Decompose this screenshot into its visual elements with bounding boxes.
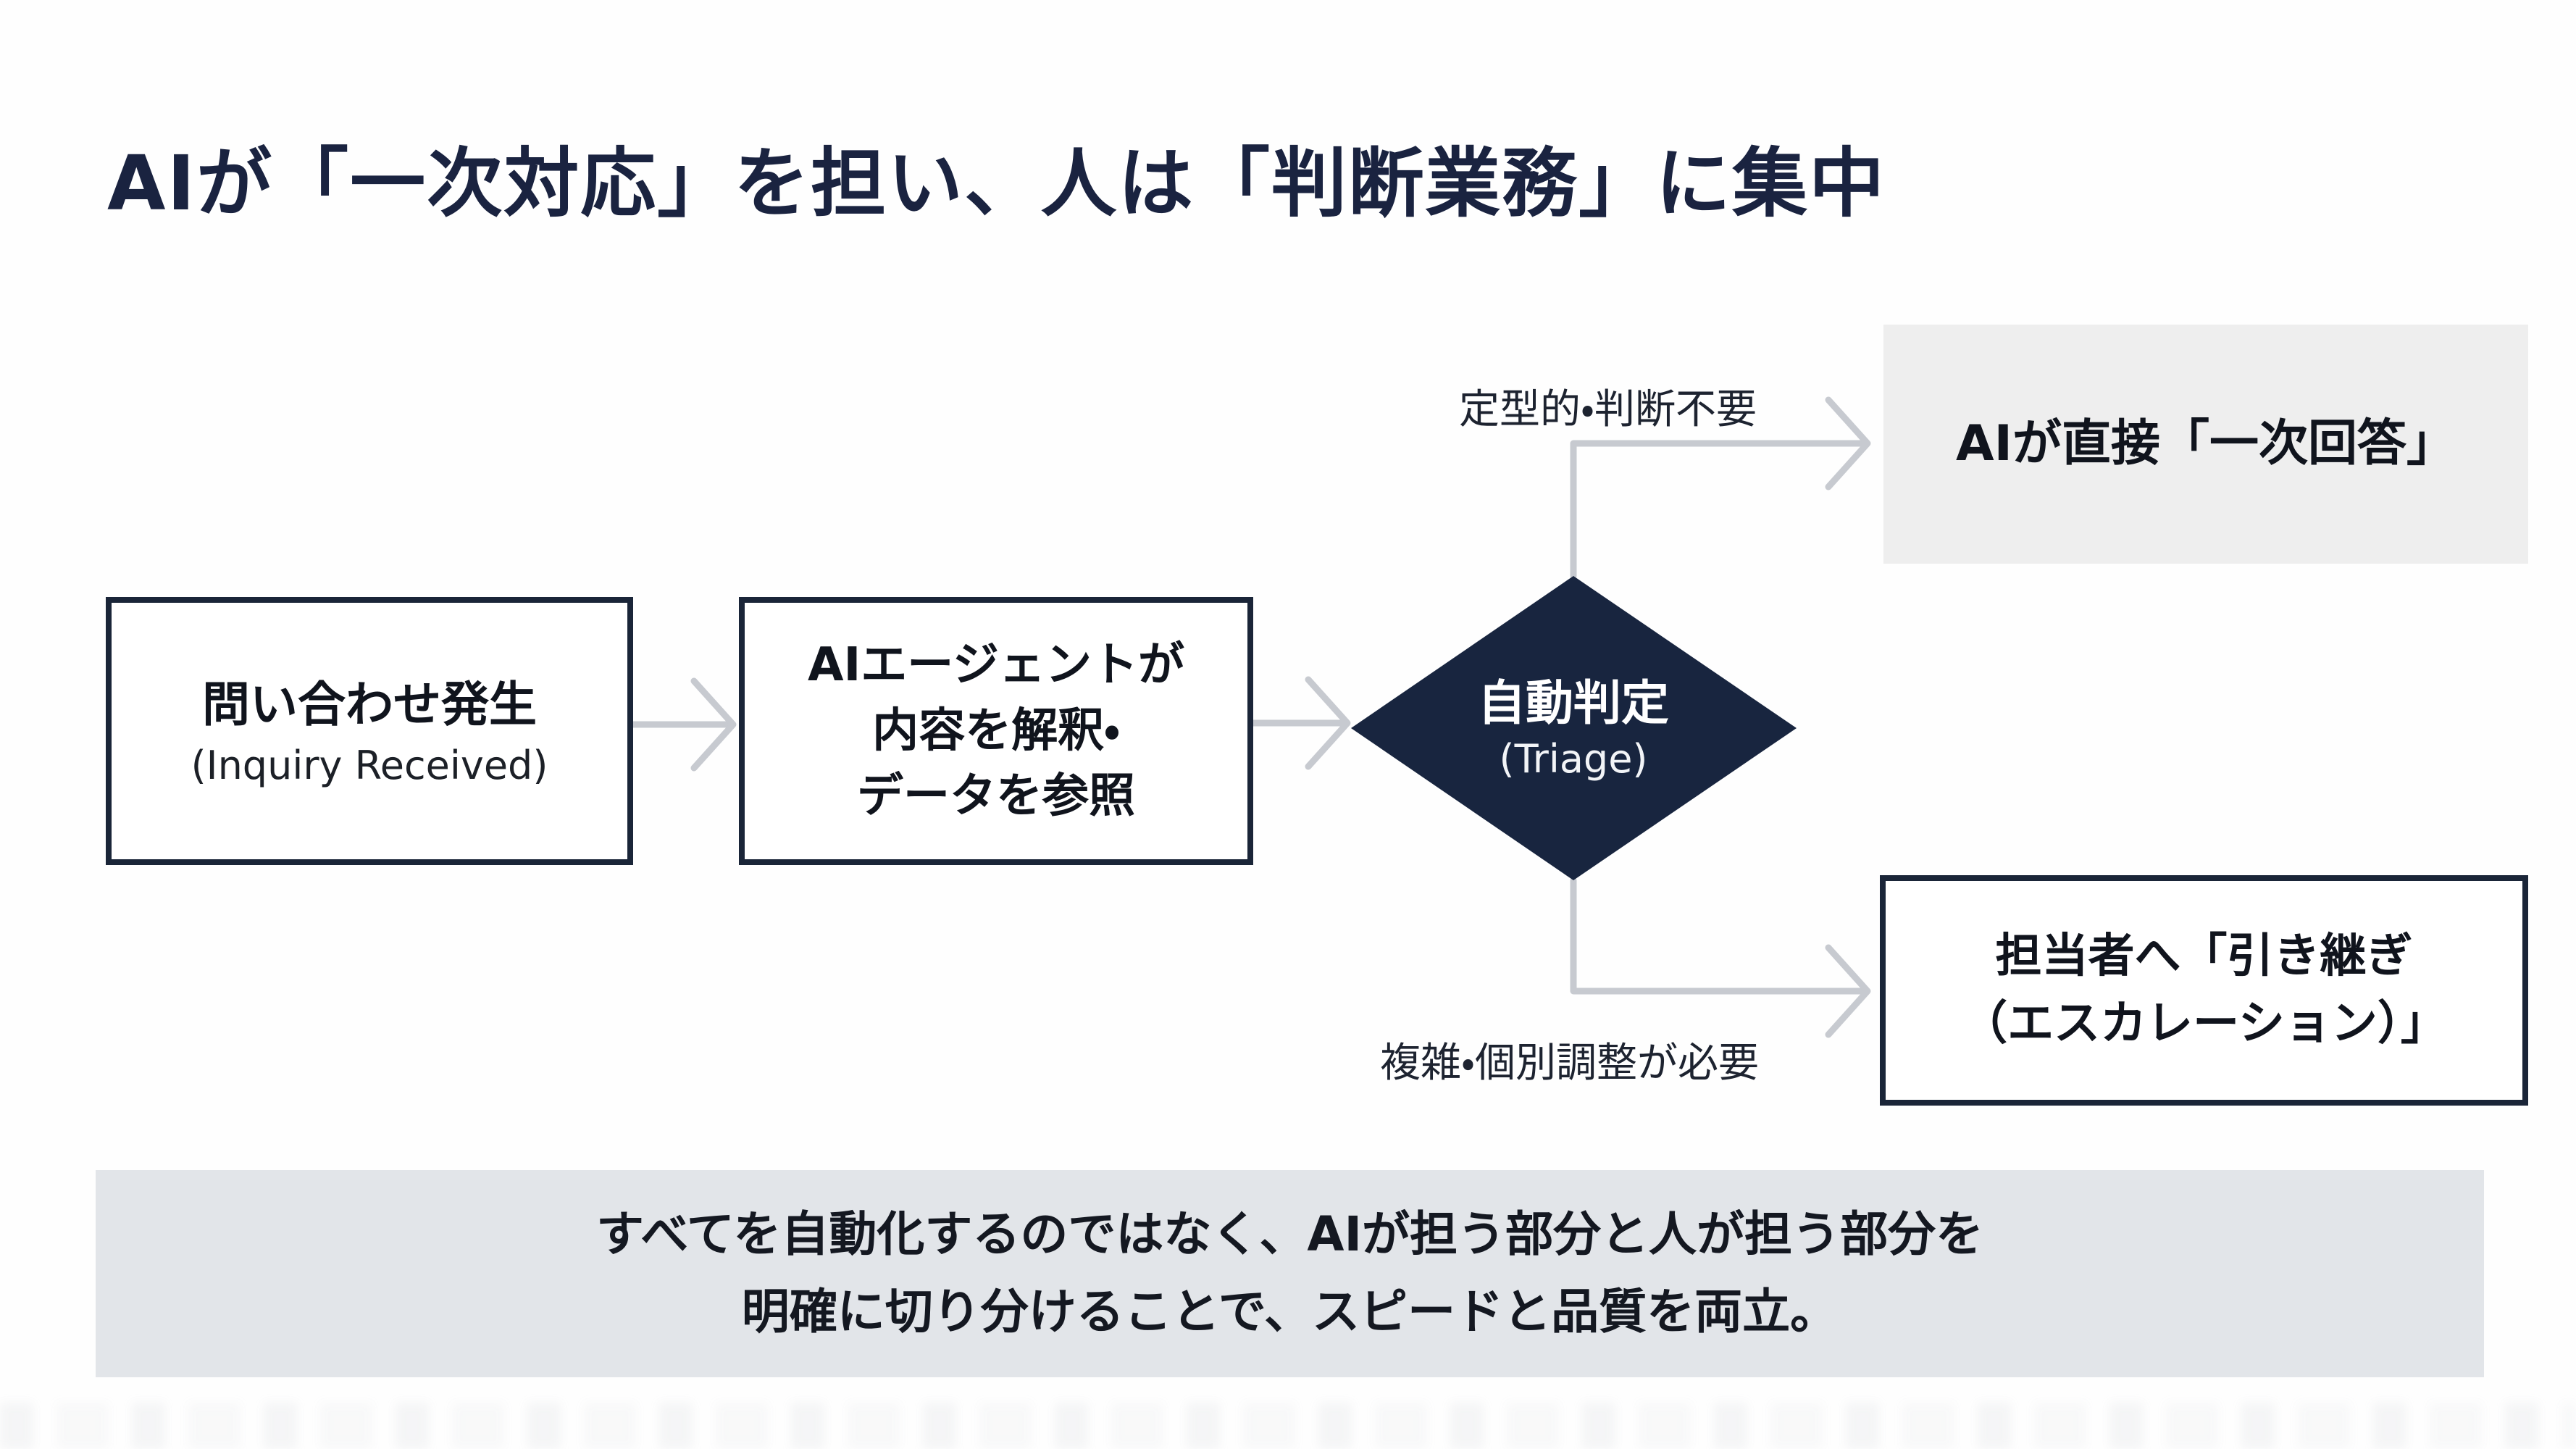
arrow-triage-to-escalation: [1570, 877, 1871, 1038]
agent-box-line2: 内容を解釈・: [872, 703, 1120, 758]
slide-title: AIが「一次対応」を担い、人は「判断業務」に集中: [107, 139, 1886, 227]
blurred-footnote-strip: [0, 1403, 2576, 1449]
escalation-box: 担当者へ「引き継ぎ （エスカレーション）」: [1880, 875, 2528, 1106]
footer-line2: 明確に切り分けることで、スピードと品質を両立。: [741, 1284, 1839, 1340]
triage-diamond-shape: [1351, 576, 1797, 880]
agent-box-line1: AIエージェントが: [807, 638, 1185, 692]
ai-answer-box: AIが直接「一次回答」: [1883, 325, 2528, 564]
agent-box-line3: データを参照: [857, 769, 1135, 824]
footer-summary-band: すべてを自動化するのではなく、AIが担う部分と人が担う部分を 明確に切り分けるこ…: [96, 1170, 2484, 1377]
triage-main: 自動判定: [1478, 675, 1669, 731]
escalation-line2: （エスカレーション）」: [1961, 997, 2447, 1051]
inquiry-box: 問い合わせ発生 (Inquiry Received): [106, 597, 633, 865]
bottom-branch-condition: 複雑・個別調整が必要: [1380, 1040, 1760, 1087]
ai-answer-text: AIが直接「一次回答」: [1956, 414, 2456, 472]
arrow-inquiry-to-agent: [629, 677, 737, 772]
arrow-triage-to-ai-answer: [1570, 396, 1871, 580]
footer-line1: すべてを自動化するのではなく、AIが担う部分と人が担う部分を: [595, 1206, 1984, 1263]
inquiry-box-sub: (Inquiry Received): [191, 743, 548, 789]
inquiry-box-main: 問い合わせ発生: [202, 676, 537, 732]
triage-sub: (Triage): [1499, 736, 1648, 782]
top-branch-condition: 定型的・判断不要: [1459, 386, 1757, 433]
agent-box: AIエージェントが 内容を解釈・ データを参照: [739, 597, 1253, 865]
escalation-line1: 担当者へ「引き継ぎ: [1995, 930, 2413, 984]
arrow-agent-to-triage: [1250, 676, 1351, 770]
triage-diamond-label: 自動判定 (Triage): [1478, 675, 1669, 782]
